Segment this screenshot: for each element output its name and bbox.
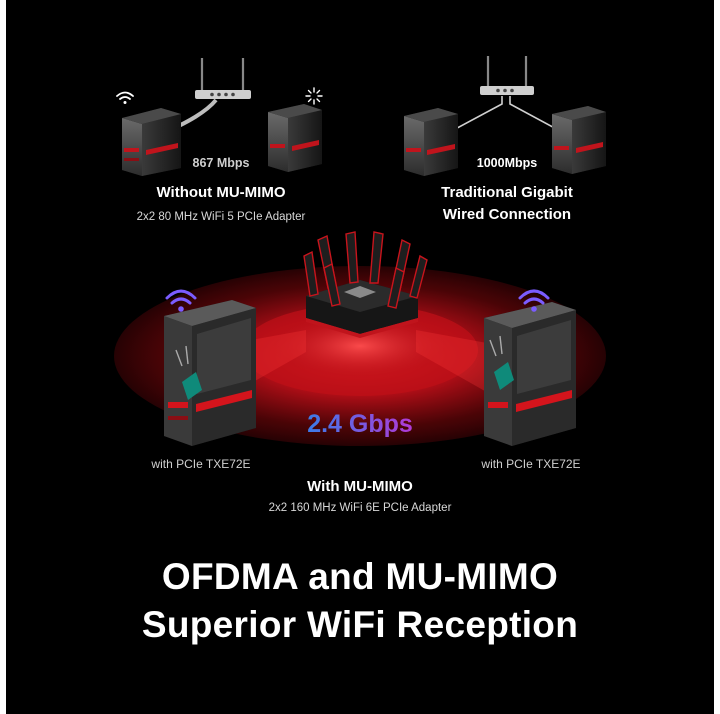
without-mu-mimo-illustration <box>116 58 323 176</box>
gaming-router-icon <box>303 231 428 338</box>
illustration-layer: 2.4 Gbps <box>114 56 606 446</box>
right-panel-title-line2: Wired Connection <box>442 206 572 223</box>
wifi-icon <box>116 91 134 104</box>
center-subtitle: 2x2 160 MHz WiFi 6E PCIe Adapter <box>268 502 452 514</box>
gaming-pc-icon <box>484 302 576 446</box>
loading-spinner-icon <box>305 87 323 105</box>
wifi-icon <box>165 289 197 312</box>
pc-case-icon <box>552 106 606 174</box>
pc-case-icon <box>122 108 181 176</box>
pc-case-icon <box>268 104 322 172</box>
headline-line2: Superior WiFi Reception <box>141 604 579 645</box>
center-title: With MU-MIMO <box>307 478 413 495</box>
left-pc-caption: with PCIe TXE72E <box>151 457 251 471</box>
wifi-icon <box>518 289 550 312</box>
headline-line1: OFDMA and MU-MIMO <box>161 556 559 597</box>
pc-case-icon <box>404 108 458 176</box>
right-speed-label: 1000Mbps <box>476 156 538 170</box>
small-router-icon <box>480 56 534 95</box>
gaming-pc-icon <box>164 300 256 446</box>
product-infographic: 2.4 Gbps 867 Mbps Without MU-MIMO 2x2 80… <box>6 0 714 714</box>
left-panel-subtitle: 2x2 80 MHz WiFi 5 PCIe Adapter <box>136 211 306 223</box>
wired-connection-illustration <box>404 56 606 176</box>
center-speed-label: 2.4 Gbps <box>307 410 413 438</box>
left-speed-label: 867 Mbps <box>192 156 250 170</box>
small-router-icon <box>195 58 251 99</box>
right-pc-caption: with PCIe TXE72E <box>481 457 581 471</box>
left-panel-title: Without MU-MIMO <box>156 184 286 201</box>
right-panel-title-line1: Traditional Gigabit <box>441 184 573 201</box>
